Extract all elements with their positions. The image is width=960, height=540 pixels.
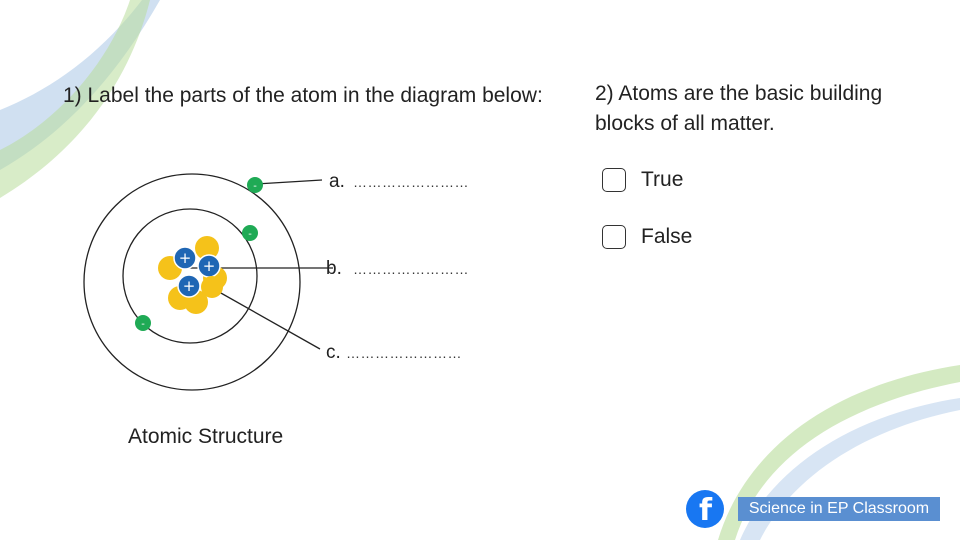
option-false-label: False xyxy=(641,225,693,248)
svg-text:+: + xyxy=(179,249,192,267)
option-true[interactable]: True xyxy=(602,167,683,193)
answer-blank-c: …………………… xyxy=(346,345,462,361)
neutron xyxy=(201,276,223,298)
proton: + xyxy=(173,246,197,270)
facebook-icon[interactable]: f xyxy=(686,490,724,528)
question-1-text: 1) Label the parts of the atom in the di… xyxy=(63,84,543,107)
electron: - xyxy=(135,315,151,331)
proton: + xyxy=(177,274,201,298)
option-true-label: True xyxy=(641,168,684,191)
false-checkbox[interactable] xyxy=(602,225,626,249)
electron: - xyxy=(247,177,263,193)
proton: + xyxy=(197,254,221,278)
label-a: a. xyxy=(329,171,345,192)
outer-orbit xyxy=(83,173,301,391)
label-b: b. xyxy=(326,258,342,279)
svg-text:-: - xyxy=(253,181,257,192)
svg-text:+: + xyxy=(203,257,216,275)
svg-text:+: + xyxy=(183,277,196,295)
answer-blank-a: …………………… xyxy=(353,174,469,190)
leader-line-a xyxy=(255,179,323,185)
svg-text:-: - xyxy=(141,319,145,330)
diagram-caption: Atomic Structure xyxy=(128,425,284,448)
electron: - xyxy=(242,225,258,241)
inner-orbit xyxy=(122,208,258,344)
neutron xyxy=(195,236,219,260)
question-2-text: 2) Atoms are the basic building blocks o… xyxy=(595,82,883,135)
label-c: c. xyxy=(326,342,341,363)
answer-blank-b: …………………… xyxy=(353,261,469,277)
option-false[interactable]: False xyxy=(602,224,692,250)
true-checkbox[interactable] xyxy=(602,168,626,192)
svg-text:-: - xyxy=(248,229,252,240)
footer-branding: f Science in EP Classroom xyxy=(686,490,940,528)
leader-line-c xyxy=(211,287,321,350)
brand-label: Science in EP Classroom xyxy=(738,497,940,521)
